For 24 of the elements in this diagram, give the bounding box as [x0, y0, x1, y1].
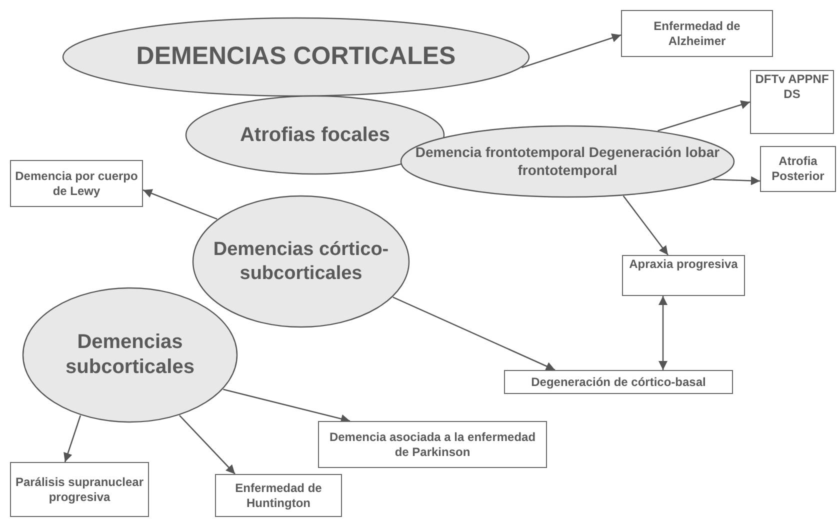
- concept-box: Demencia por cuerpo de Lewy: [10, 160, 143, 207]
- concept-label: Demencia frontotemporal Degeneración lobar frontotemporal: [415, 144, 720, 179]
- arrow: [658, 100, 750, 132]
- concept-label: DEMENCIAS CORTICALES: [136, 41, 456, 72]
- arrow: [223, 388, 350, 424]
- concept-box: Atrofia Posterior: [760, 146, 836, 192]
- concept-box: Apraxia progresiva: [622, 255, 745, 296]
- concept-label: Demencias subcorticales: [64, 330, 196, 380]
- concept-box: Demencia asociada a la enfermedad de Parkinson: [318, 421, 547, 468]
- arrow: [622, 196, 669, 256]
- concept-box: DFTv APPNF DS: [750, 70, 834, 134]
- arrow: [521, 34, 622, 68]
- concept-box: Enfermedad de Alzheimer: [621, 10, 773, 57]
- concept-box: Degeneración de córtico-basal: [504, 370, 733, 394]
- arrow: [64, 415, 82, 462]
- concept-box: Parálisis supranuclear progresiva: [10, 462, 149, 517]
- concept-label: Atrofias focales: [240, 122, 390, 148]
- concept-box: Enfermedad de Huntington: [215, 474, 342, 517]
- arrow: [142, 189, 218, 220]
- arrow: [179, 414, 236, 474]
- arrow: [392, 296, 556, 371]
- arrow: [658, 296, 668, 370]
- concept-label: Demencias córtico-subcorticales: [212, 238, 390, 286]
- arrow: [713, 176, 760, 186]
